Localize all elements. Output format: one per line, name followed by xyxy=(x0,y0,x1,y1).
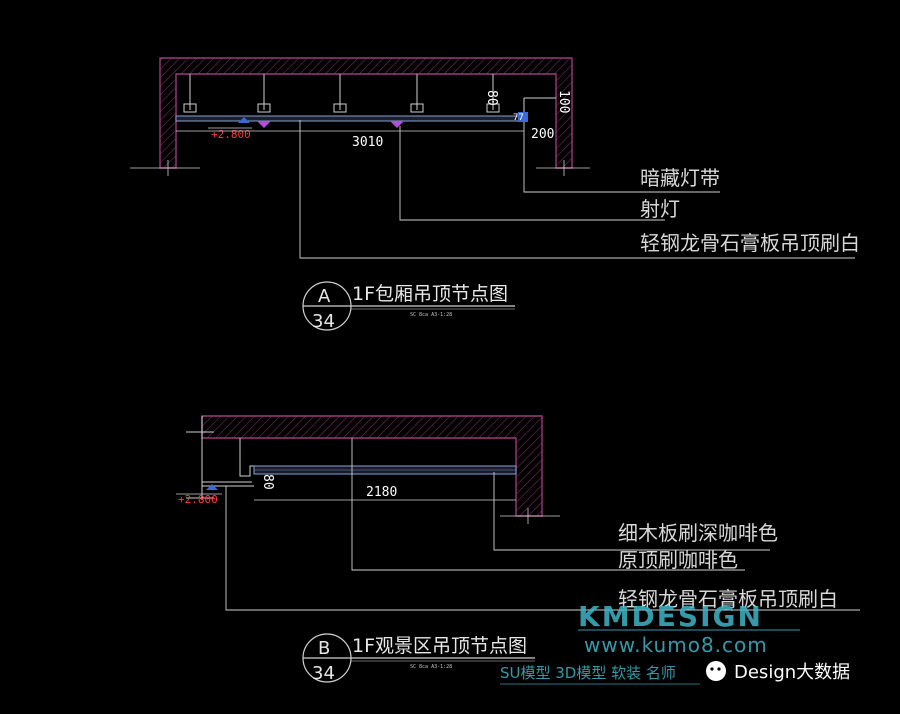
detail-a-bubble-letter: A xyxy=(318,286,331,307)
detail-b-title: 1F观景区吊顶节点图 xyxy=(352,635,527,657)
detail-a-dim-width: 3010 xyxy=(352,135,383,150)
detail-b-callout-gypsum: 轻钢龙骨石膏板吊顶刷白 xyxy=(618,587,838,611)
detail-b-leaders xyxy=(225,438,860,611)
detail-b-soffit xyxy=(202,438,517,487)
detail-b-dim-h: 80 xyxy=(260,474,275,490)
detail-a-dim-tiny: 77 xyxy=(513,113,524,123)
watermark-url: www.kumo8.com xyxy=(584,633,768,657)
detail-a-callout-spotlight: 射灯 xyxy=(640,197,680,221)
detail-b-scale-note: SC 8ca A3-1:28 xyxy=(410,664,452,670)
brand-badge: Design大数据 xyxy=(706,661,850,683)
detail-a-elevation-text: +2.800 xyxy=(211,128,251,141)
watermark: KMDESIGN www.kumo8.com SU模型 3D模型 软装 名师 xyxy=(500,600,800,685)
watermark-tagline: SU模型 3D模型 软装 名师 xyxy=(500,664,676,682)
detail-b-dim-width: 2180 xyxy=(366,485,397,500)
detail-b: +2.800 2180 80 细木板刷深咖啡色 原顶刷咖啡色 轻钢龙骨石膏板吊顶… xyxy=(176,415,860,684)
brand-text: Design大数据 xyxy=(734,662,850,683)
detail-a-dimension: 3010 80 100 200 77 xyxy=(176,90,571,150)
detail-a-callout-light-strip: 暗藏灯带 xyxy=(640,166,720,190)
detail-a-bubble-number: 34 xyxy=(312,311,335,332)
detail-b-break-lines xyxy=(500,508,560,524)
detail-a-hangers xyxy=(183,74,500,113)
detail-a-bubble: A 34 1F包厢吊顶节点图 SC 8ca A3-1:28 xyxy=(302,281,515,332)
wechat-icon xyxy=(706,661,726,681)
detail-a: +2.800 3010 80 100 200 77 暗藏灯带 射灯 轻钢龙骨石膏… xyxy=(130,57,860,332)
detail-a-leaders xyxy=(299,120,855,259)
detail-b-elevation-text: +2.800 xyxy=(178,493,218,506)
detail-b-callout-wood: 细木板刷深咖啡色 xyxy=(618,521,778,545)
detail-a-spotlights xyxy=(257,121,404,128)
watermark-logo-text: KMDESIGN xyxy=(578,600,763,633)
detail-a-ceiling-board xyxy=(175,97,556,124)
detail-a-dim-h2: 100 xyxy=(556,90,571,113)
detail-b-bubble: B 34 1F观景区吊顶节点图 SC 8ca A3-1:28 xyxy=(302,633,535,684)
detail-b-bubble-letter: B xyxy=(318,638,330,659)
detail-b-elevation-marker: +2.800 xyxy=(176,484,222,506)
detail-a-break-lines xyxy=(130,160,590,176)
detail-a-scale-note: SC 8ca A3-1:28 xyxy=(410,312,452,318)
detail-a-slab xyxy=(159,57,573,169)
detail-a-dim-right: 200 xyxy=(531,127,554,142)
detail-a-callout-gypsum: 轻钢龙骨石膏板吊顶刷白 xyxy=(640,231,860,255)
detail-b-callout-original: 原顶刷咖啡色 xyxy=(618,548,738,572)
detail-b-bubble-number: 34 xyxy=(312,663,335,684)
detail-a-title: 1F包厢吊顶节点图 xyxy=(352,283,508,305)
detail-b-dimension: 2180 80 xyxy=(254,474,516,501)
detail-a-dim-h1: 80 xyxy=(484,90,499,106)
